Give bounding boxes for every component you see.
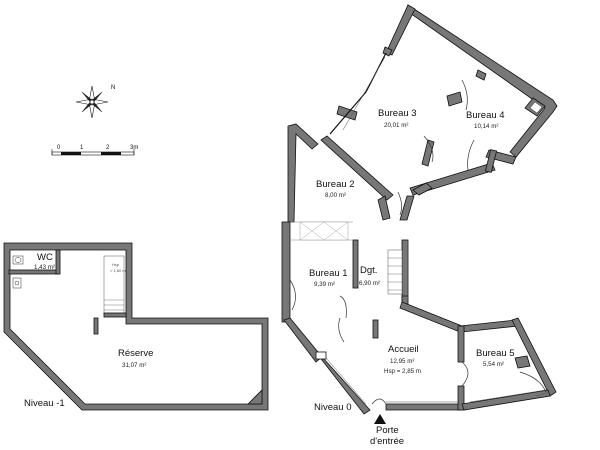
- door-swings: [289, 79, 547, 405]
- entrance-label-line2: d'entrée: [370, 436, 404, 447]
- room-name-bureau3: Bureau 3: [378, 108, 417, 119]
- entrance-arrow-icon: [374, 414, 386, 424]
- sink-icon: [12, 277, 22, 289]
- room-name-accueil: Accueil: [388, 344, 419, 355]
- compass-rose-icon: [75, 85, 109, 119]
- scale-tick-1: 1: [80, 145, 84, 151]
- room-name-wc: WC: [37, 252, 53, 263]
- room-area-bureau1: 9,39 m²: [314, 281, 335, 288]
- room-name-dgt: Dgt.: [360, 265, 377, 276]
- room-area-wc: 1,43 m²: [34, 264, 55, 271]
- ground-floor-windows: [290, 52, 551, 405]
- scale-bar: [51, 149, 135, 156]
- room-area-reserve: 31,07 m²: [122, 362, 146, 369]
- scale-tick-3: 3m: [130, 145, 138, 151]
- room-area-dgt: 6,90 m²: [359, 280, 380, 287]
- ground-floor-stair: [387, 249, 403, 295]
- room-area-bureau5: 5,54 m²: [483, 361, 504, 368]
- room-name-bureau2: Bureau 2: [316, 179, 355, 190]
- room-name-bureau1: Bureau 1: [309, 268, 348, 279]
- level-label-ground: Niveau 0: [314, 402, 352, 413]
- stair-note-value: < 1,80 m: [110, 268, 126, 273]
- room-area-bureau3: 20,01 m²: [384, 122, 408, 129]
- room-area-accueil: 12,95 m²: [390, 358, 414, 365]
- room-name-reserve: Réserve: [118, 348, 153, 359]
- room-name-bureau5: Bureau 5: [476, 348, 515, 359]
- room-name-bureau4: Bureau 4: [466, 110, 505, 121]
- ground-floor-walls: [281, 4, 558, 415]
- scale-tick-2: 2: [106, 145, 110, 151]
- stair-note-label: Hsp: [112, 262, 120, 267]
- basement-walls: [3, 242, 269, 411]
- entrance-label-line1: Porte: [376, 425, 399, 436]
- room-area-bureau2: 8,00 m²: [325, 192, 346, 199]
- compass-north-label: N: [111, 85, 115, 91]
- level-label-basement: Niveau -1: [24, 398, 65, 409]
- room-height-accueil: Hsp = 2,85 m: [384, 368, 421, 375]
- scale-tick-0: 0: [57, 145, 61, 151]
- toilet-icon: [12, 255, 24, 265]
- room-area-bureau4: 10,14 m²: [474, 123, 498, 130]
